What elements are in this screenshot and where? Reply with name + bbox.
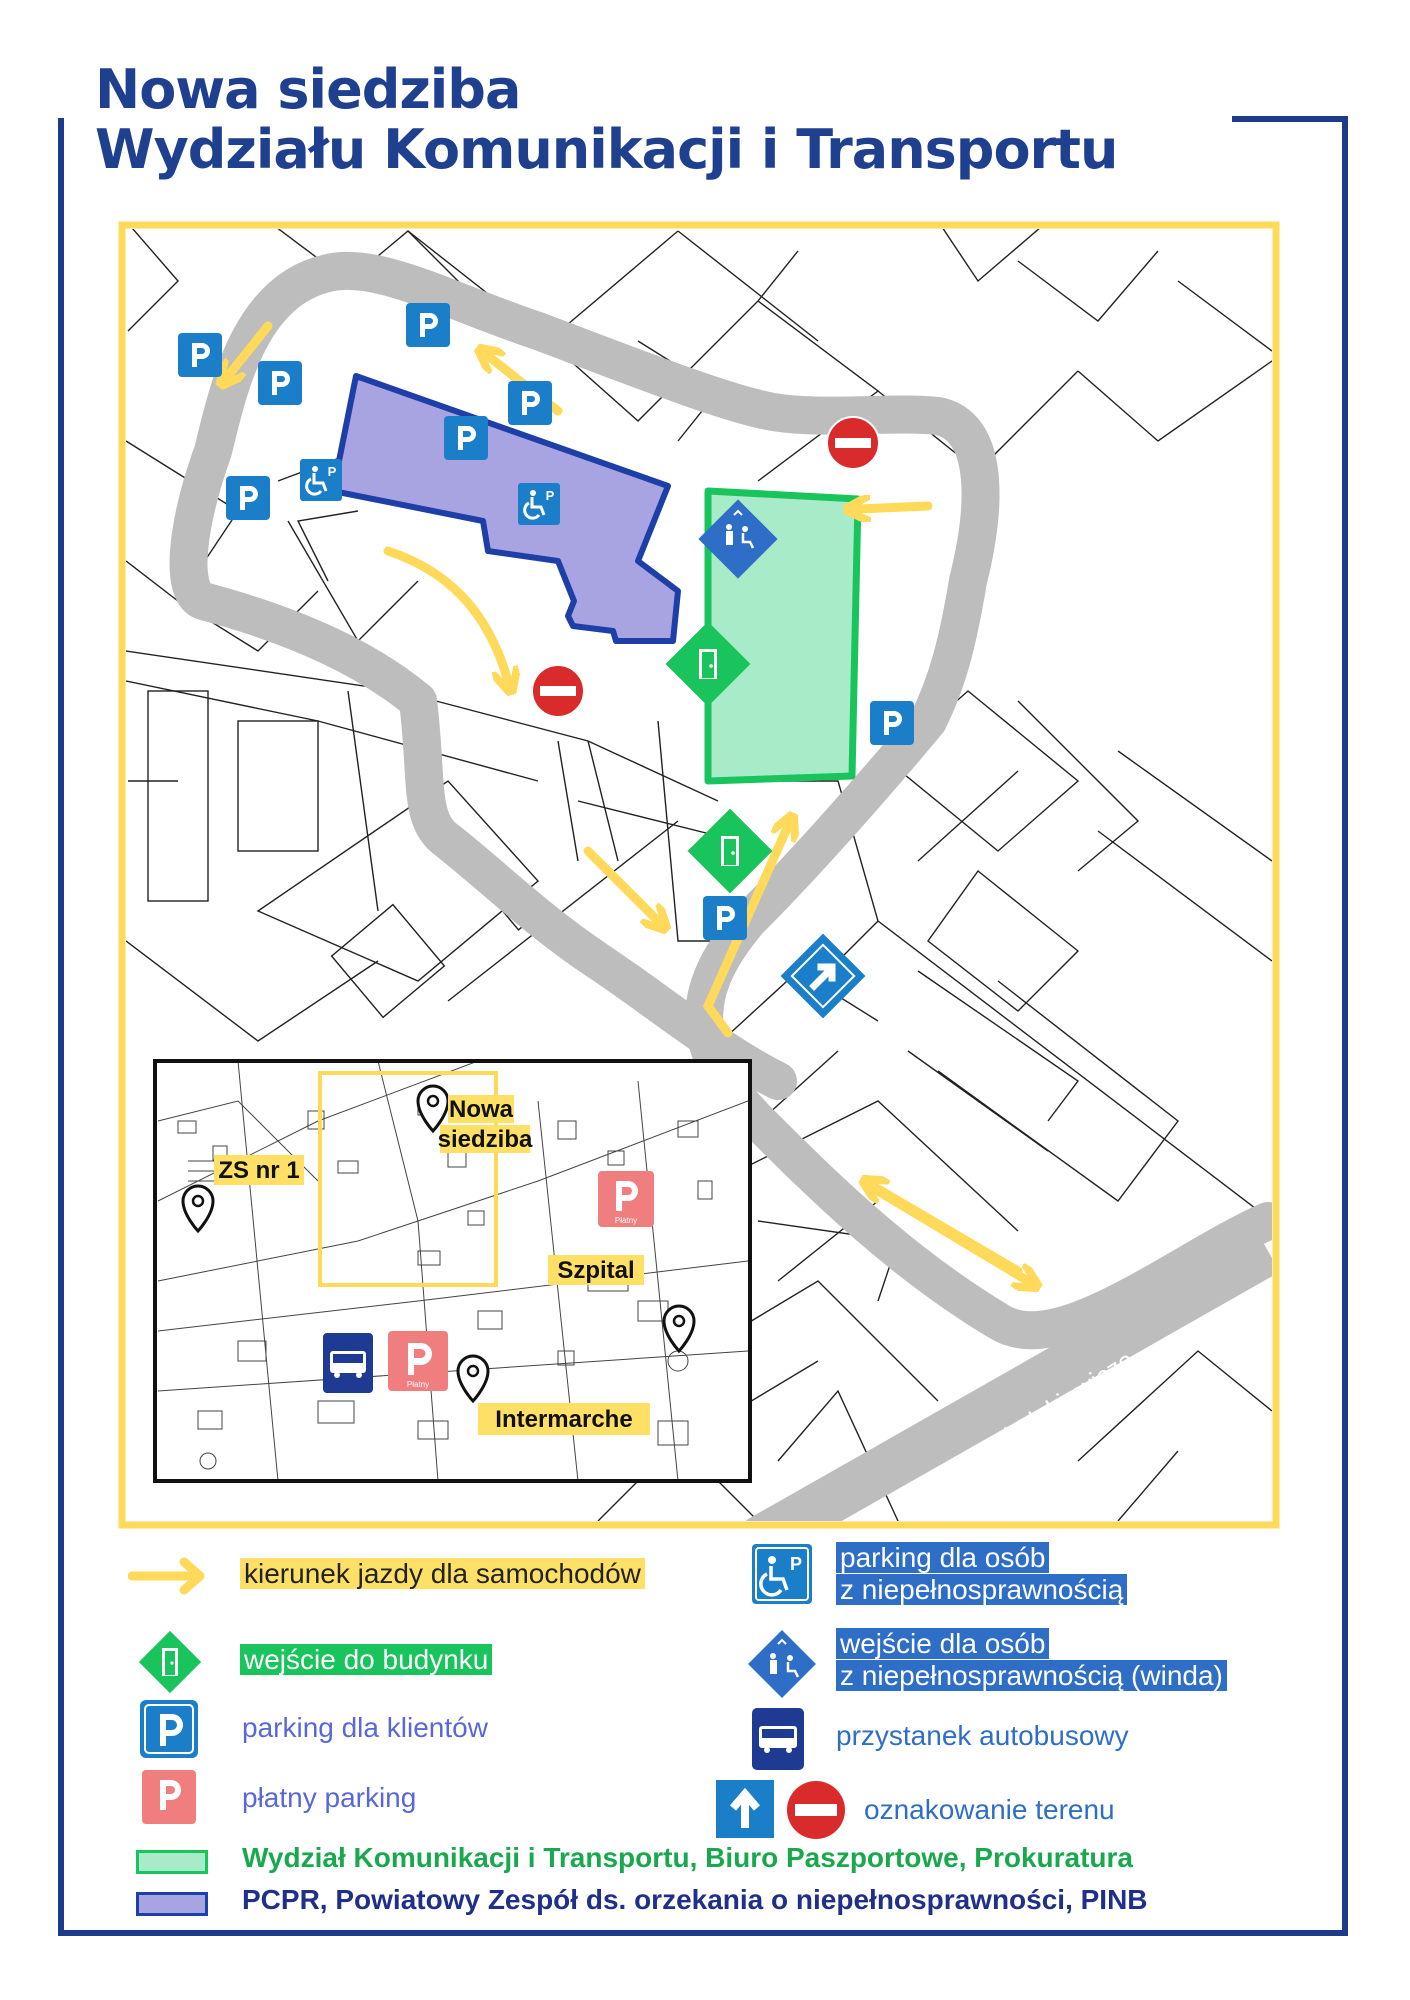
page-title: Nowa siedziba Wydziału Komunikacji i Tra… xyxy=(95,60,1195,180)
inset-label-school: ZS nr 1 xyxy=(218,1157,299,1184)
svg-text:Płatny: Płatny xyxy=(407,1380,429,1389)
purple-building xyxy=(330,373,681,644)
parking-icon xyxy=(178,333,222,377)
bus-stop-icon xyxy=(752,1708,804,1770)
site-map: P xyxy=(118,221,1280,1529)
parking-icon xyxy=(226,476,270,520)
legend-building-entrance: wejście do budynku xyxy=(240,1644,493,1676)
paid-parking-icon: Płatny xyxy=(388,1331,448,1391)
door-entrance-icon xyxy=(138,1630,202,1694)
map-border xyxy=(118,221,1280,1529)
frame-top-right xyxy=(1232,116,1348,122)
no-entry-icon xyxy=(826,416,880,470)
parking-icon xyxy=(444,416,488,460)
elevator-entrance-icon xyxy=(748,1630,816,1698)
parking-icon xyxy=(508,381,552,425)
inset-label-new-hq-2: siedziba xyxy=(438,1126,533,1153)
legend-purple-building: PCPR, Powiatowy Zespół ds. orzekania o n… xyxy=(242,1884,1148,1915)
disabled-parking-icon: P xyxy=(752,1544,812,1604)
bus-stop-icon xyxy=(323,1333,373,1393)
inset-label-new-hq-1: Nowa xyxy=(449,1096,514,1123)
legend-paid-parking: płatny parking xyxy=(242,1782,417,1813)
parking-icon xyxy=(703,896,747,940)
svg-text:Płatny: Płatny xyxy=(615,1216,637,1225)
green-building-swatch xyxy=(136,1850,208,1874)
location-pin-icon xyxy=(456,1354,490,1404)
windakiewicza-street xyxy=(746,1230,1272,1521)
disabled-parking-icon xyxy=(516,481,562,527)
legend-disabled-entrance: wejście dla osób z niepełnosprawnością (… xyxy=(836,1628,1227,1692)
title-line-1: Nowa siedziba xyxy=(95,58,521,121)
direction-arrows xyxy=(228,321,1028,1281)
no-entry-icon xyxy=(787,1781,845,1839)
inset-label-hospital: Szpital xyxy=(557,1257,634,1284)
direction-arrow-icon xyxy=(128,1557,205,1595)
parking-icon xyxy=(258,361,302,405)
one-way-arrow-icon xyxy=(780,933,866,1019)
driving-route xyxy=(169,251,1272,1350)
frame-bottom xyxy=(58,1930,1348,1936)
inset-label-market: Intermarche xyxy=(495,1406,632,1433)
location-pin-icon xyxy=(662,1304,696,1354)
parking-icon xyxy=(140,1700,198,1758)
location-pin-icon xyxy=(416,1084,450,1134)
frame-left xyxy=(58,118,64,1936)
one-way-arrow-icon xyxy=(716,1780,774,1838)
legend-client-parking: parking dla klientów xyxy=(242,1712,488,1743)
paid-parking-icon xyxy=(142,1770,196,1824)
legend-site-signs: oznakowanie terenu xyxy=(864,1794,1115,1825)
legend-car-direction: kierunek jazdy dla samochodów xyxy=(240,1558,645,1590)
legend-bus-stop: przystanek autobusowy xyxy=(836,1720,1129,1751)
legend-green-building: Wydział Komunikacji i Transportu, Biuro … xyxy=(242,1842,1133,1873)
paid-parking-icon: Płatny xyxy=(598,1171,654,1227)
inset-area-outline xyxy=(318,1071,498,1287)
title-line-2: Wydziału Komunikacji i Transportu xyxy=(95,118,1118,181)
legend-disabled-parking: parking dla osób z niepełnosprawnością xyxy=(836,1542,1128,1606)
parking-icon xyxy=(870,701,914,745)
no-entry-icon xyxy=(531,664,585,718)
frame-right xyxy=(1342,118,1348,1936)
disabled-parking-icon xyxy=(298,457,344,503)
inset-map: Płatny Płatny Nowa siedziba ZS nr 1 xyxy=(153,1059,752,1483)
parking-icon xyxy=(406,303,450,347)
purple-building-swatch xyxy=(136,1892,208,1916)
svg-text:P: P xyxy=(790,1554,802,1574)
location-pin-icon xyxy=(181,1184,215,1234)
